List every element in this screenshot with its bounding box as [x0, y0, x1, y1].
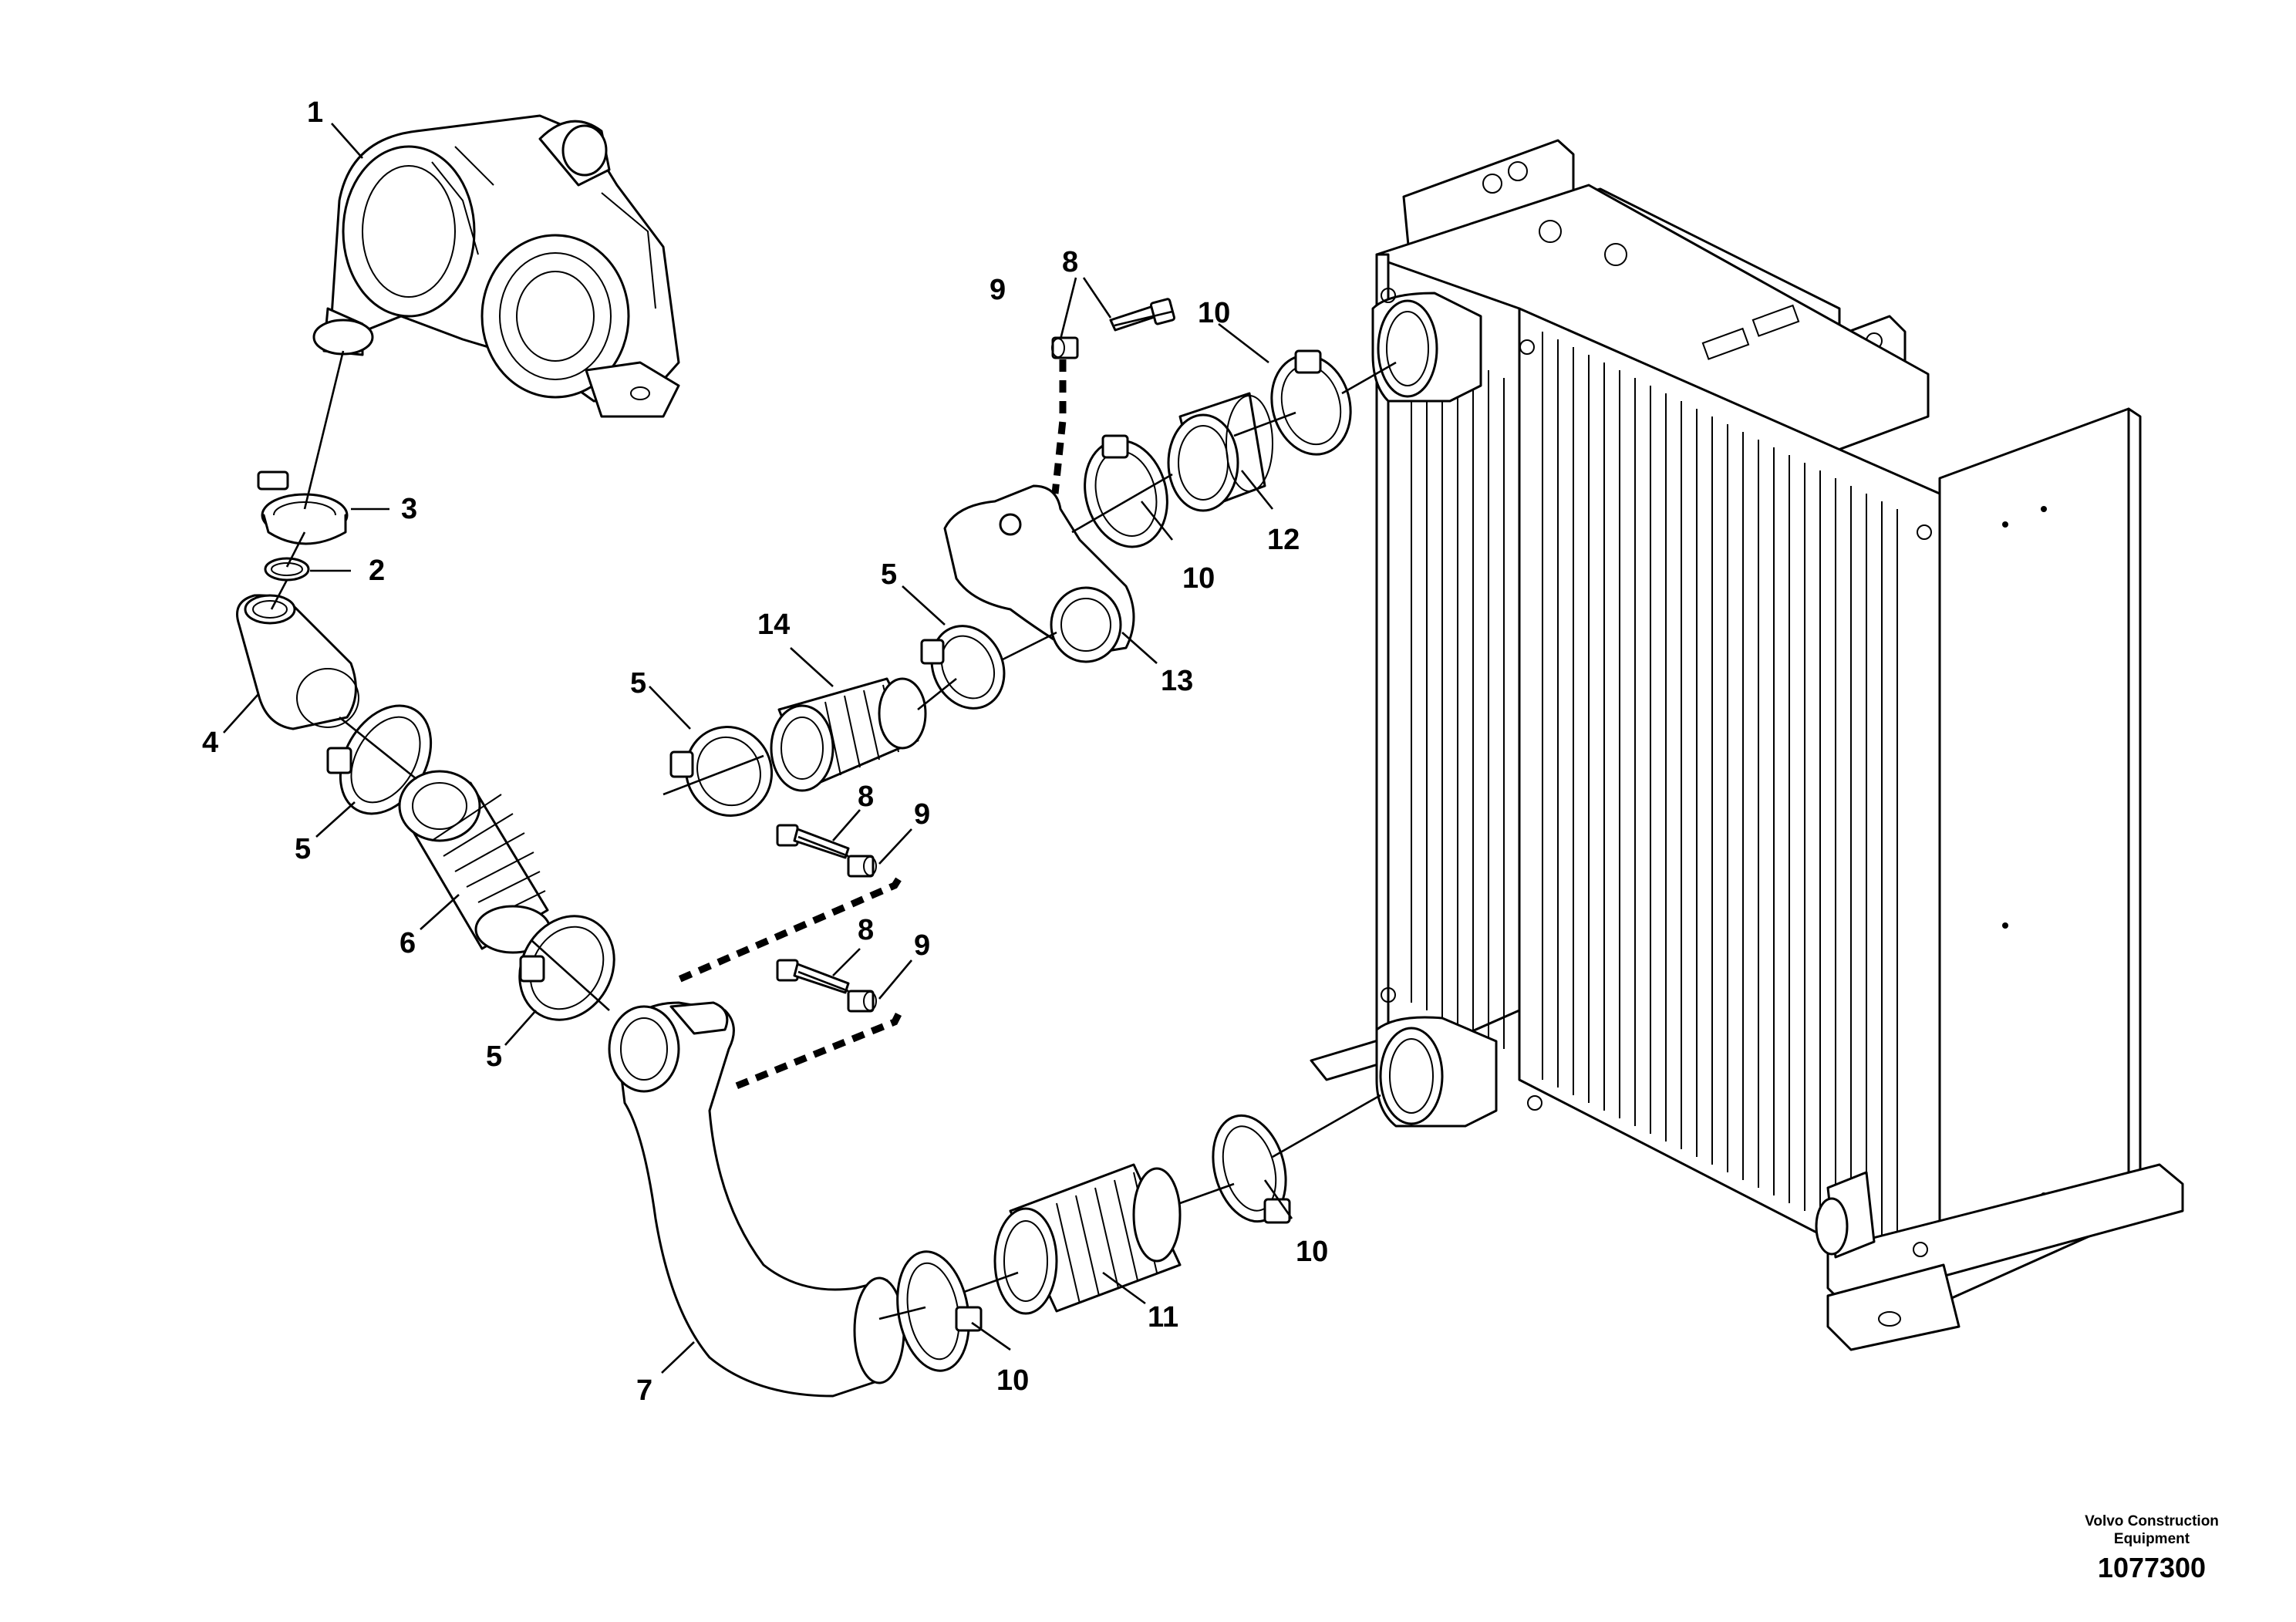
elbow-13 — [943, 484, 1135, 663]
callout-6: 6 — [400, 927, 416, 959]
callout-2: 2 — [369, 555, 385, 587]
callout-3: 3 — [401, 493, 417, 525]
assembly-lines — [270, 310, 1397, 1320]
spacer-9-mid — [847, 855, 877, 878]
turbocharger — [312, 114, 680, 418]
sleeve-12 — [1167, 392, 1273, 512]
callout-5-left-lower: 5 — [486, 1040, 502, 1073]
callout-5-mid-right: 5 — [881, 558, 897, 591]
elbow-4 — [236, 594, 359, 730]
spacer-9-low — [847, 990, 877, 1013]
clamp-10-upper-mid — [1084, 434, 1168, 548]
hose-11 — [993, 1163, 1182, 1315]
callout-12: 12 — [1267, 524, 1300, 556]
callout-leaders — [223, 123, 1293, 1374]
callout-9-mid: 9 — [914, 798, 930, 831]
callout-7: 7 — [636, 1374, 652, 1407]
callout-10-upper-right: 10 — [1198, 297, 1230, 329]
callout-9-top: 9 — [990, 274, 1006, 306]
callout-5-left-upper: 5 — [295, 833, 311, 865]
callout-9-low: 9 — [914, 929, 930, 962]
clamp-3 — [257, 470, 349, 545]
clamp-10-lower-left — [896, 1250, 983, 1372]
o-ring-2 — [264, 557, 310, 582]
core-fins — [1411, 332, 1898, 1257]
callout-5-mid-left: 5 — [630, 667, 646, 700]
clamp-5-mid-right — [920, 625, 1006, 710]
callout-8-mid: 8 — [858, 781, 874, 813]
callout-11: 11 — [1148, 1301, 1178, 1334]
clamp-10-upper-right — [1270, 349, 1352, 456]
pipe-7 — [608, 1001, 905, 1398]
clamp-5-mid-left — [669, 726, 774, 817]
callout-14: 14 — [757, 609, 790, 641]
callout-1: 1 — [307, 96, 323, 129]
charge-air-cooler — [1310, 139, 2184, 1351]
spacer-9-top — [1051, 336, 1079, 359]
clamp-10-lower-right — [1212, 1114, 1291, 1224]
callout-8-top: 8 — [1062, 246, 1078, 278]
hose-6 — [398, 770, 551, 954]
callout-13: 13 — [1161, 665, 1193, 697]
callout-10-lower-right: 10 — [1296, 1236, 1328, 1268]
callout-numbers: 1 2 3 4 5 5 5 5 6 7 8 8 8 9 9 9 10 10 10… — [202, 96, 1328, 1407]
callout-4: 4 — [202, 727, 218, 759]
callout-10-lower-left: 10 — [996, 1364, 1029, 1397]
bracket-dashed-lines — [677, 359, 1067, 1091]
hose-14 — [770, 677, 927, 792]
callout-10-upper-mid: 10 — [1182, 562, 1215, 595]
callout-8-low: 8 — [858, 914, 874, 946]
